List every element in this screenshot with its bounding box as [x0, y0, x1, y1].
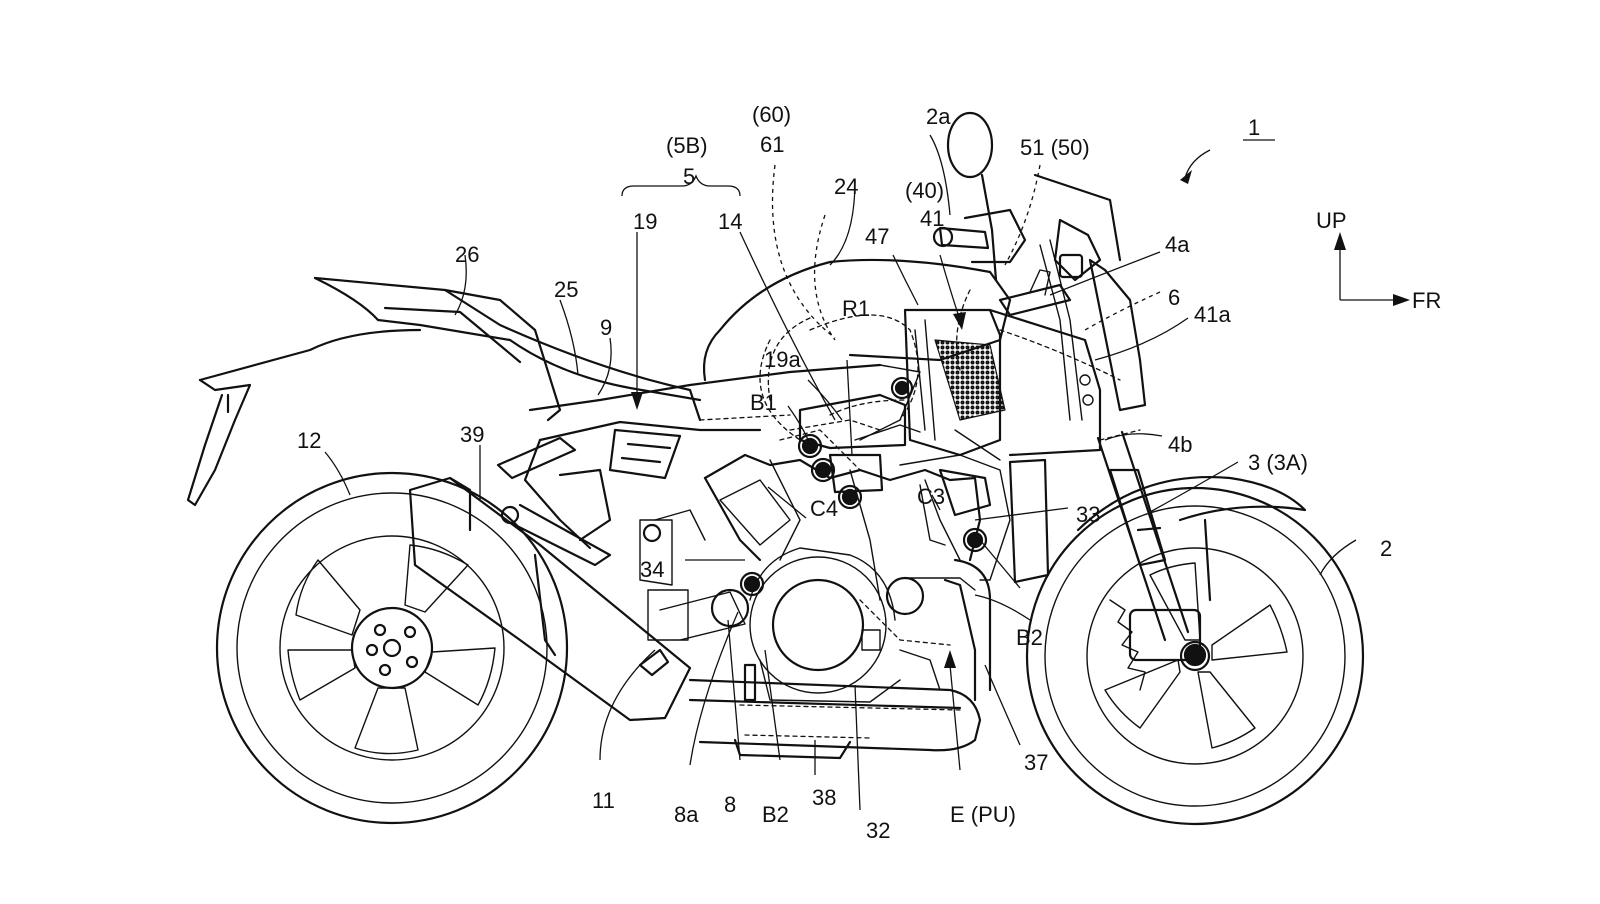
label-60: (60) — [752, 102, 791, 127]
label-34: 34 — [640, 557, 664, 582]
label-38: 38 — [812, 785, 836, 810]
label-25: 25 — [554, 277, 578, 302]
label-2: 2 — [1380, 536, 1392, 561]
label-24: 24 — [834, 174, 858, 199]
mirror-and-handlebar — [932, 111, 1122, 282]
label-5: 5 — [683, 164, 695, 189]
label-39: 39 — [460, 422, 484, 447]
label-33: 33 — [1076, 502, 1100, 527]
label-51: 51 (50) — [1020, 135, 1090, 160]
label-9: 9 — [600, 315, 612, 340]
label-26: 26 — [455, 242, 479, 267]
label-14: 14 — [718, 209, 742, 234]
rear-wheel — [215, 471, 569, 825]
frame — [496, 363, 882, 567]
label-4b: 4b — [1168, 432, 1192, 457]
air-cleaner-box — [759, 314, 919, 494]
headlight-assembly — [899, 239, 1141, 584]
label-41: 41 — [920, 206, 944, 231]
label-5b: (5B) — [666, 133, 708, 158]
fuel-tank — [702, 258, 1012, 382]
labels-text: 1 UP FR 2 2a 3 (3A) 4a 4b 5 (5B) 6 8 8a … — [297, 102, 1441, 843]
direction-up-label: UP — [1316, 208, 1347, 233]
front-fork — [1053, 218, 1307, 642]
label-b2-right: B2 — [1016, 625, 1043, 650]
label-32: 32 — [866, 818, 890, 843]
label-c3: C3 — [917, 484, 945, 509]
leader-lines — [324, 134, 1410, 811]
label-4a: 4a — [1165, 232, 1190, 257]
label-61: 61 — [760, 132, 784, 157]
seat-and-tail — [186, 276, 702, 507]
label-b2-bottom: B2 — [762, 802, 789, 827]
label-c4: C4 — [810, 496, 838, 521]
label-40: (40) — [905, 178, 944, 203]
label-r1: R1 — [842, 296, 870, 321]
label-47: 47 — [865, 224, 889, 249]
label-2a: 2a — [926, 104, 951, 129]
label-1: 1 — [1248, 115, 1260, 140]
label-8: 8 — [724, 792, 736, 817]
label-37: 37 — [1024, 750, 1048, 775]
label-b1: B1 — [750, 390, 777, 415]
label-3: 3 (3A) — [1248, 450, 1308, 475]
label-19: 19 — [633, 209, 657, 234]
label-12: 12 — [297, 428, 321, 453]
engine — [638, 453, 982, 703]
label-41a: 41a — [1194, 302, 1231, 327]
label-11: 11 — [592, 788, 615, 813]
label-6: 6 — [1168, 285, 1180, 310]
label-8a: 8a — [674, 802, 699, 827]
frame-front-bracket — [699, 364, 961, 739]
label-19a: 19a — [764, 347, 801, 372]
direction-front-label: FR — [1412, 288, 1441, 313]
label-e-pu: E (PU) — [950, 802, 1016, 827]
mounting-bolts — [642, 376, 988, 597]
front-wheel — [1025, 486, 1365, 826]
